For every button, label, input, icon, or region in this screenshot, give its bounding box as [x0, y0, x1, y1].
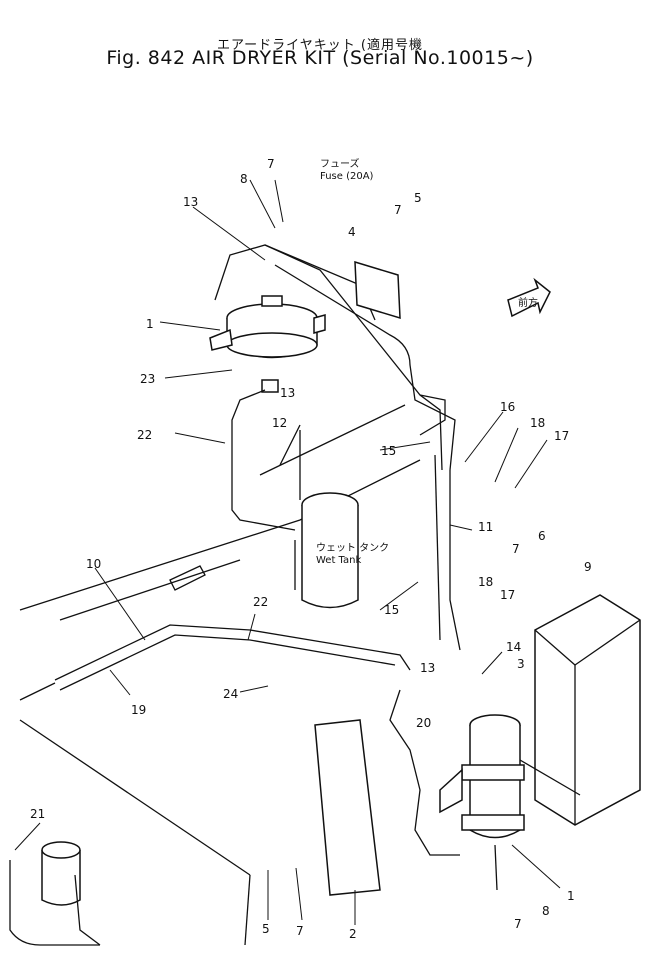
callout: 22 [253, 595, 268, 609]
callout: 21 [30, 807, 45, 821]
callout: 1 [567, 889, 575, 903]
callout: 20 [416, 716, 431, 730]
callout: 18 [530, 416, 545, 430]
callout: 1 [146, 317, 154, 331]
callout: 4 [348, 225, 356, 239]
callout: 10 [86, 557, 101, 571]
callout: 17 [500, 588, 515, 602]
serial-number-range: Serial No.10015~ [350, 47, 526, 69]
callout: 3 [517, 657, 525, 671]
callout: 2 [349, 927, 357, 941]
piping [19, 264, 461, 856]
plate-2 [314, 719, 381, 896]
leader-lines [14, 179, 561, 925]
control-box-9 [519, 594, 641, 826]
callout: 13 [420, 661, 435, 675]
callout: 7 [514, 917, 522, 931]
callout: 14 [506, 640, 521, 654]
callout: 15 [381, 444, 396, 458]
callout: 7 [267, 157, 275, 171]
callout: 7 [394, 203, 402, 217]
callout: 7 [512, 542, 520, 556]
fuse-label-jp: フューズ [320, 157, 360, 170]
component-21 [9, 841, 101, 946]
callout: 16 [500, 400, 515, 414]
fuse-label-en: Fuse (20A) [320, 171, 374, 182]
callout: 9 [584, 560, 592, 574]
air-dryer-lower [439, 714, 525, 891]
callout: 11 [478, 520, 493, 534]
wet-tank-label-jp: ウェット タンク [316, 542, 389, 554]
callout: 6 [538, 529, 546, 543]
callout: 23 [140, 372, 155, 386]
title-en: Fig. 842 AIR DRYER KIT (Serial No.10015~… [106, 47, 534, 69]
callout: 19 [131, 703, 146, 717]
air-dryer-upper [209, 295, 326, 393]
wet-tank-label-en: Wet Tank [316, 555, 361, 566]
callout: 15 [384, 603, 399, 617]
figure-number: Fig. 842 [106, 47, 186, 69]
callout: 5 [262, 922, 270, 936]
callout-numbers: 7 8 13 5 7 4 1 23 13 12 22 16 18 17 15 1… [30, 157, 592, 941]
callout: 8 [240, 172, 248, 186]
callout: 7 [296, 924, 304, 938]
bracket-4 [354, 260, 401, 320]
title-jp: エアードライヤキット (適用号機 [216, 38, 424, 53]
arrow-label: 前方 [518, 296, 538, 309]
wet-tank [301, 492, 359, 609]
callout: 13 [280, 386, 295, 400]
callout: 24 [223, 687, 238, 701]
front-direction-arrow: 前方 [507, 277, 551, 318]
diagram-title: AIR DRYER KIT [192, 47, 336, 69]
callout: 13 [183, 195, 198, 209]
title-jp-main: エアードライヤキット [216, 38, 356, 53]
callout: 22 [137, 428, 152, 442]
callout: 17 [554, 429, 569, 443]
serial-jp: 適用号機 [367, 38, 424, 53]
callout: 12 [272, 416, 287, 430]
callout: 18 [478, 575, 493, 589]
callout: 8 [542, 904, 550, 918]
callout: 5 [414, 191, 422, 205]
